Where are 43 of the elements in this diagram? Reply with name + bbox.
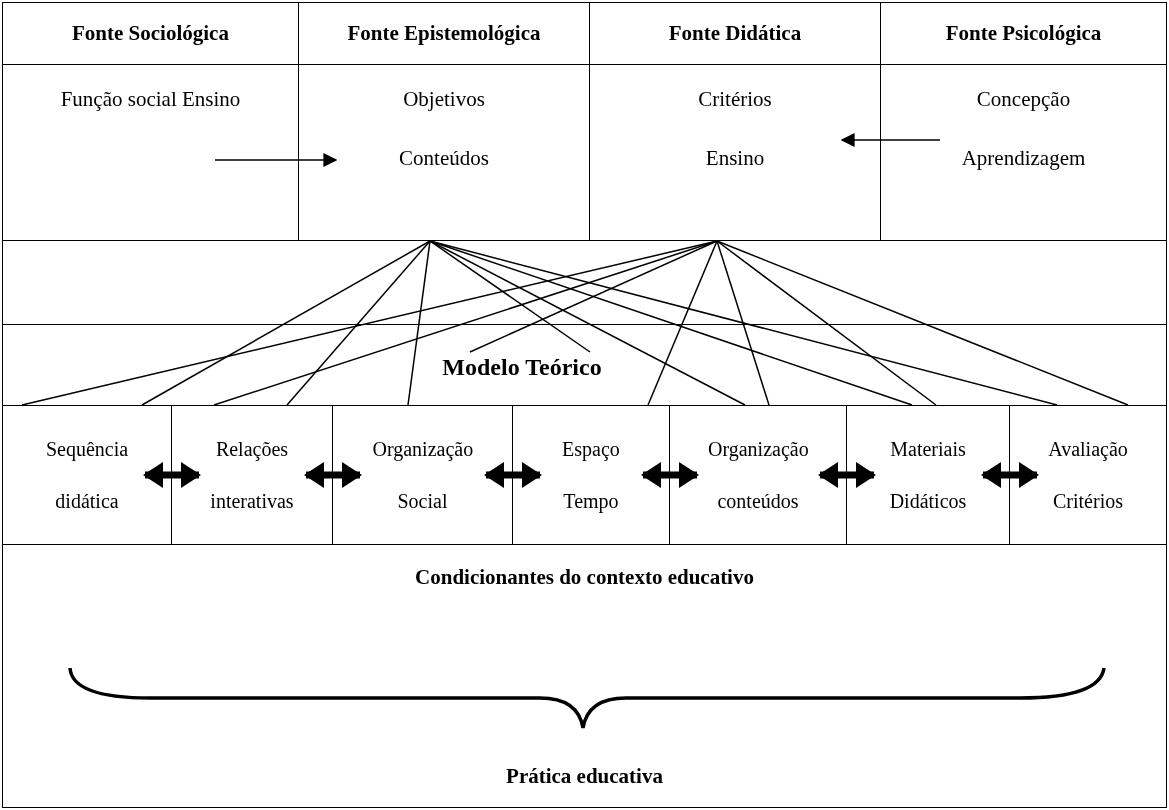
- cell-text: Aprendizagem: [961, 146, 1086, 172]
- connector-line: [429, 240, 591, 353]
- double-arrow: [304, 465, 362, 485]
- connector-line: [141, 240, 431, 406]
- band-title: Modelo Teórico: [442, 352, 602, 382]
- cell-text: Sequência didática: [44, 437, 130, 514]
- column-heading: Fonte Psicológica: [945, 20, 1102, 47]
- connector-line: [429, 240, 913, 406]
- connector-line: [286, 240, 431, 406]
- double-arrow: [981, 465, 1039, 485]
- column-heading: Fonte Didática: [668, 20, 802, 47]
- cell-text: Relações interativas: [209, 437, 295, 514]
- connector-line: [716, 240, 1129, 406]
- panel-heading: Condicionantes do contexto educativo: [415, 565, 754, 591]
- cell-text: Espaço Tempo: [561, 437, 621, 515]
- double-arrow: [641, 465, 699, 485]
- double-arrow: [484, 465, 542, 485]
- column-header-cell: [880, 2, 1167, 65]
- cell-text: Critérios: [698, 87, 772, 113]
- cell-text: Materiais Didáticos: [888, 437, 968, 514]
- connector-line: [647, 240, 718, 406]
- column-header-cell: [2, 2, 299, 65]
- double-arrow: [818, 465, 876, 485]
- arrow: [840, 133, 941, 147]
- double-arrow: [143, 465, 201, 485]
- cell-text: Concepção: [976, 87, 1071, 113]
- panel-footer-text: Prática educativa: [506, 763, 663, 789]
- cell-text: Função social Ensino: [60, 87, 241, 113]
- cell-text: Organização Social: [372, 437, 473, 514]
- column-heading: Fonte Sociológica: [72, 20, 229, 47]
- cell-text: Objetivos: [403, 87, 485, 113]
- cell-text: Conteúdos: [399, 146, 489, 172]
- cell-text: Avaliação Critérios: [1047, 437, 1129, 514]
- cell-text: Ensino: [705, 146, 765, 172]
- connector-line: [429, 240, 746, 406]
- column-heading: Fonte Epistemológica: [347, 20, 541, 47]
- cell-text: Organização conteúdos: [708, 437, 808, 514]
- connector-line: [716, 240, 770, 406]
- context-panel: [2, 544, 1167, 808]
- connector-line: [407, 240, 431, 406]
- connector-line: [716, 240, 937, 406]
- arrow: [214, 153, 338, 167]
- connector-line: [469, 240, 718, 353]
